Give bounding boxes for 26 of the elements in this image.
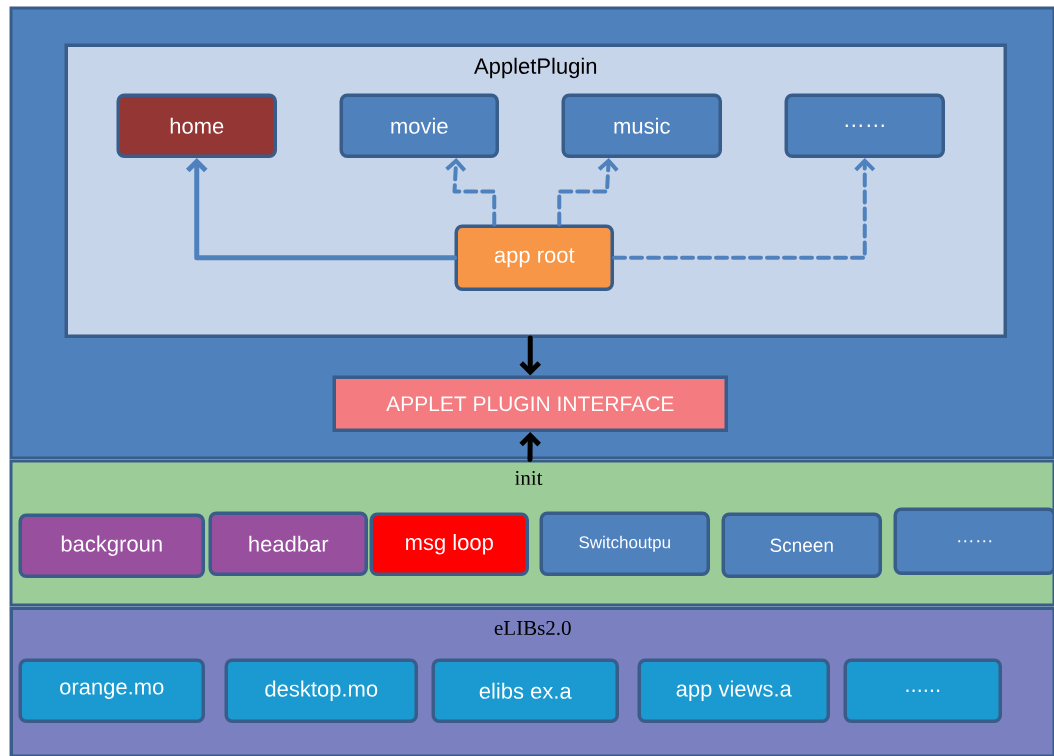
title-text: eLIBs2.0 xyxy=(494,620,571,636)
arrow xyxy=(557,158,619,227)
title-text: AppletPlugin xyxy=(474,57,597,79)
module-box: music xyxy=(561,93,722,158)
module-box: Scneen xyxy=(721,512,882,578)
module-box: …… xyxy=(784,93,945,158)
root-box: app root xyxy=(454,224,614,291)
arrow xyxy=(445,158,497,227)
library-box: ...... xyxy=(843,658,1002,723)
arrow xyxy=(186,158,457,261)
module-box: msg loop xyxy=(369,512,529,576)
interface-box: APPLET PLUGIN INTERFACE xyxy=(332,375,728,432)
module-box: backgroun xyxy=(18,513,205,578)
module-box: Switchoutpu xyxy=(539,511,710,576)
edge-label: init xyxy=(514,470,543,486)
library-box: elibs ex.a xyxy=(431,658,619,723)
module-box: home xyxy=(116,93,277,158)
arrow xyxy=(612,158,876,260)
library-box: orange.mo xyxy=(18,658,205,723)
arrow xyxy=(519,432,541,462)
library-box: desktop.mo xyxy=(224,658,418,723)
module-box: …… xyxy=(893,507,1054,575)
arrow xyxy=(519,335,542,376)
library-box: app views.a xyxy=(637,658,830,723)
module-box: movie xyxy=(339,93,499,158)
module-box: headbar xyxy=(208,511,368,576)
